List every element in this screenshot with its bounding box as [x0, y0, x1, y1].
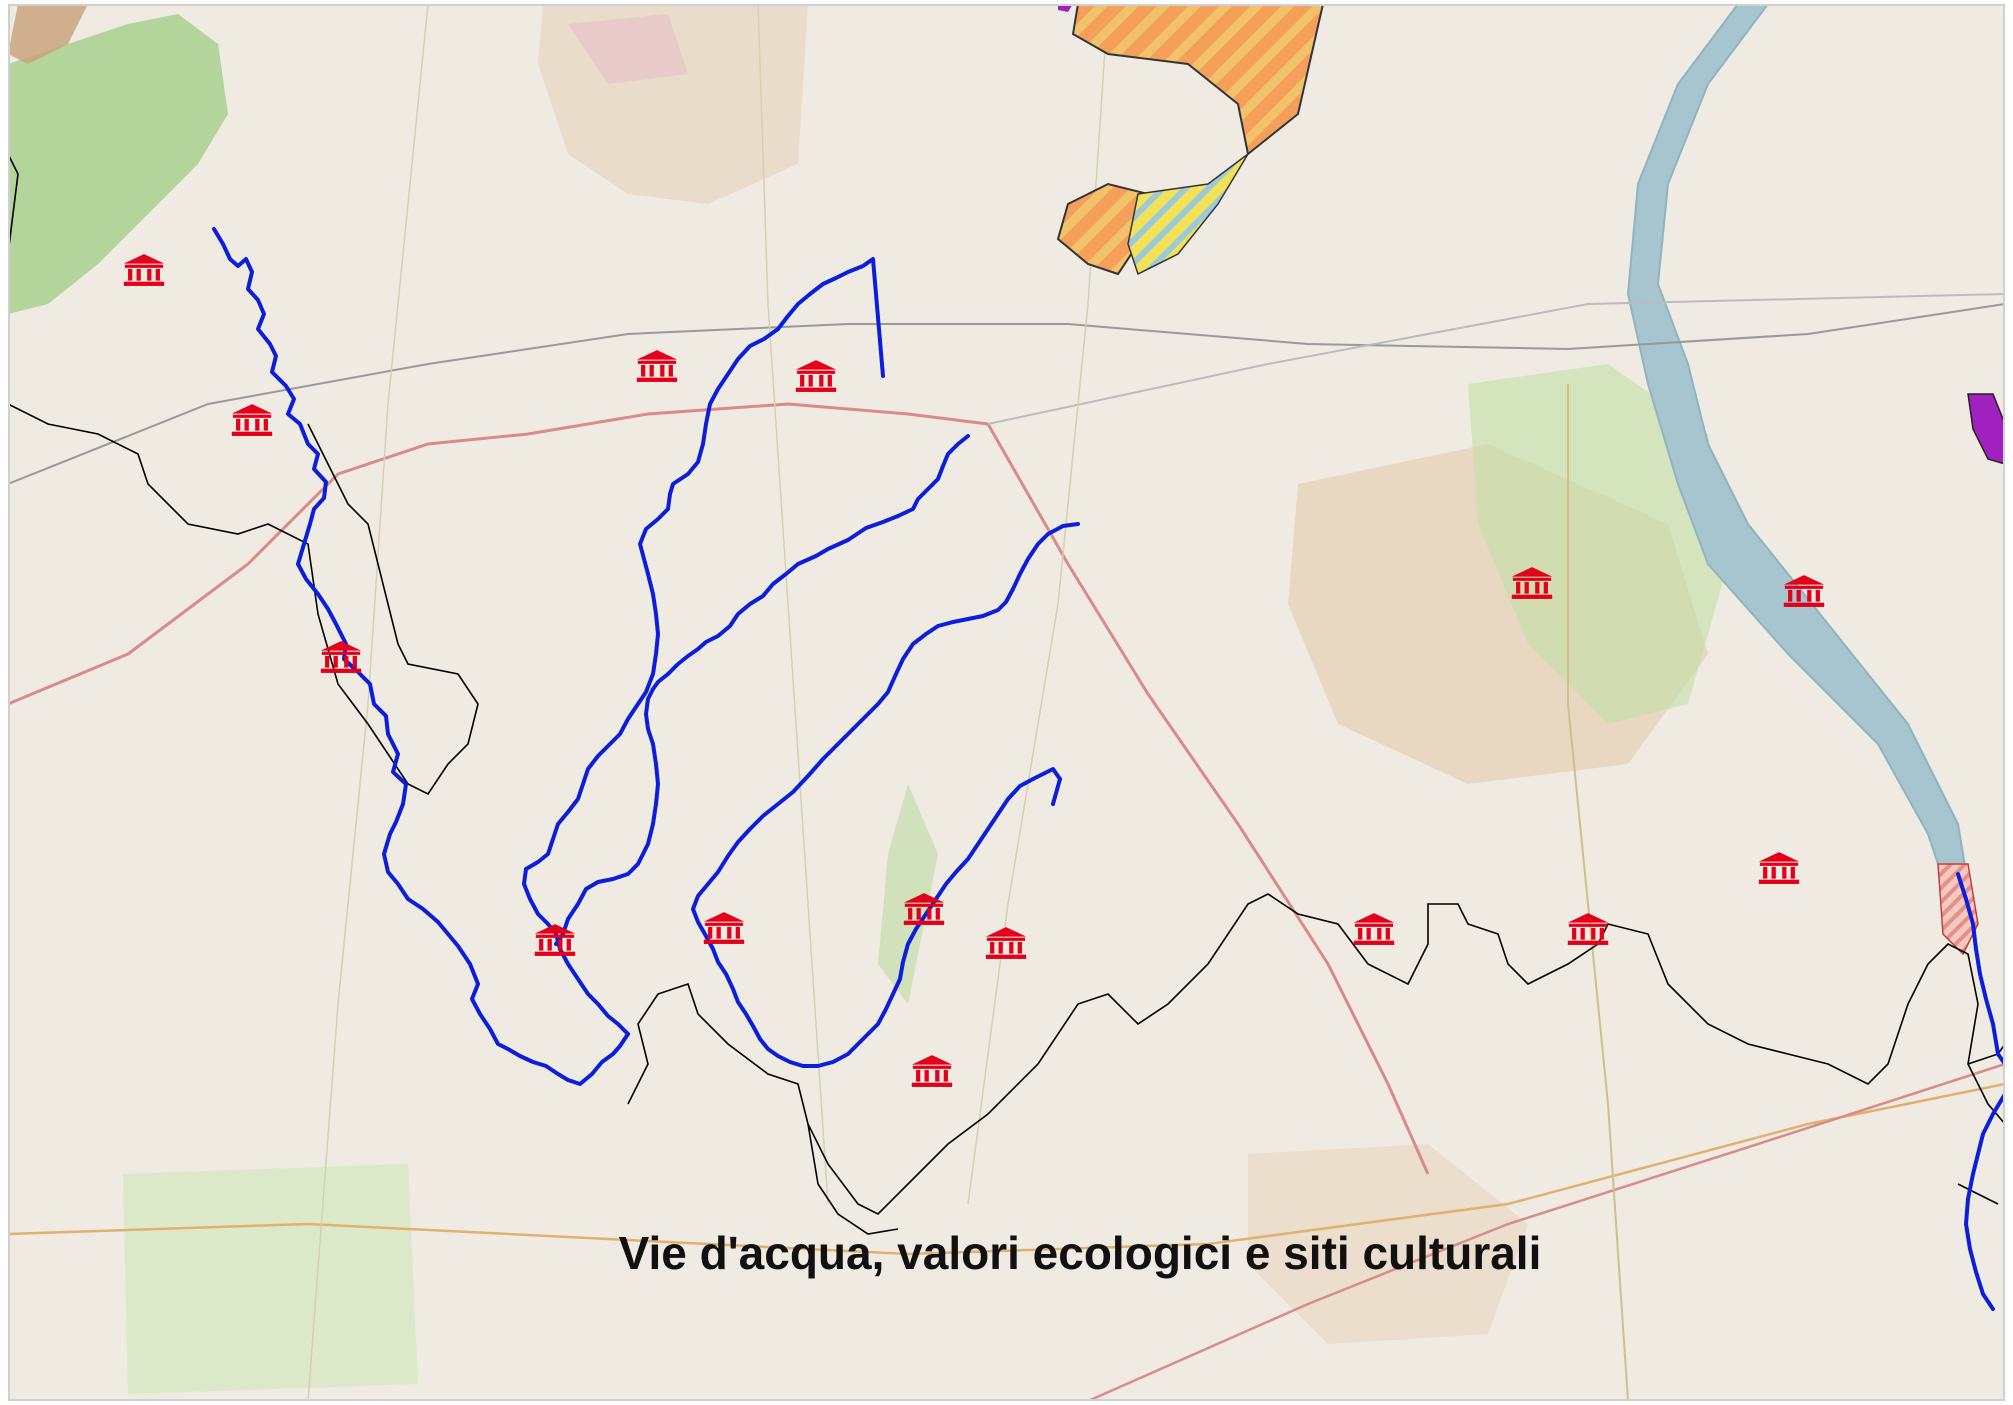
motorway [986, 423, 1430, 1175]
map-title: Vie d'acqua, valori ecologici e siti cul… [619, 1227, 1542, 1279]
protected-area-orange [1071, 4, 1325, 156]
landuse-layer [8, 4, 1728, 1394]
boundary-line [807, 1123, 899, 1235]
boundary-line [1957, 1183, 1999, 1205]
green-area [878, 784, 938, 1004]
forest-area [8, 14, 228, 314]
green-area [123, 1164, 418, 1394]
waterway-6[interactable] [1956, 872, 2005, 1066]
protected-areas-layer [1056, 4, 2005, 956]
motorway [8, 402, 989, 706]
protected-area-yellow [1127, 153, 1249, 276]
green-area [1468, 364, 1728, 724]
industrial-area [568, 14, 688, 84]
boundary-line [8, 153, 19, 255]
boundary-line [627, 893, 2005, 1215]
primary-road [8, 1082, 2005, 1256]
waterway-2[interactable] [522, 257, 885, 1036]
waterway-5[interactable] [1051, 777, 1062, 806]
railway [8, 303, 2005, 485]
farmland-area [8, 4, 88, 64]
waterway-1[interactable] [212, 227, 630, 1086]
protected-area-purple [1967, 393, 2005, 465]
waterway-3[interactable] [554, 434, 970, 946]
secondary-road [757, 4, 829, 1205]
protected-area-red [1937, 863, 1979, 956]
railway [987, 293, 2005, 425]
map-canvas[interactable]: Vie d'acqua, valori ecologici e siti cul… [8, 4, 2005, 1401]
road-network [8, 4, 2005, 1401]
protected-area-orange [1056, 182, 1150, 276]
secondary-road [307, 4, 429, 1401]
secondary-road [1567, 384, 1629, 1401]
primary-road [1087, 1062, 2005, 1401]
urban-area [1248, 1144, 1528, 1344]
waterway-7[interactable] [1964, 1092, 2005, 1311]
map-frame [8, 4, 2005, 1401]
